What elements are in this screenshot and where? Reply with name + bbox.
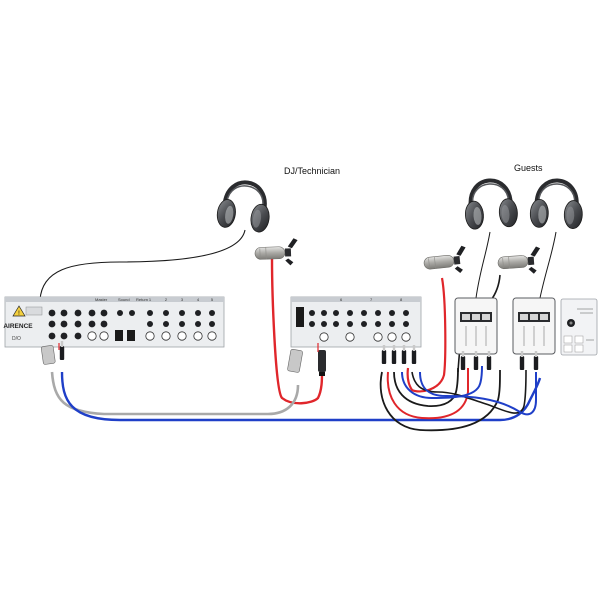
guest2-headphone-cable: [539, 231, 557, 299]
guest1-headphone-cable: [475, 231, 491, 299]
warning-triangle-icon: !: [12, 305, 26, 317]
mixer-brand-text: AIRENCE: [3, 323, 33, 330]
svg-text:Return: Return: [136, 297, 148, 302]
microphone-icon: [254, 237, 299, 268]
dj-mic-red-cable: [270, 257, 324, 405]
microphone-icon: [422, 244, 469, 278]
ch-num: 5: [211, 297, 214, 302]
svg-text:Sound: Sound: [118, 297, 130, 302]
mixer-right: 6 7 8: [287, 296, 422, 376]
dj-technician-label: DJ/Technician: [284, 166, 341, 176]
ch-num: 4: [197, 297, 200, 302]
mixer-left: ! AIRENCE D/O: [3, 296, 225, 365]
dj-headphone-cable: [39, 229, 246, 301]
guest1-mic-red-cable: [406, 277, 447, 393]
svg-text:6: 6: [340, 297, 343, 302]
headphones-icon: [213, 177, 276, 236]
ch-num: 2: [165, 297, 168, 302]
svg-text:!: !: [18, 311, 20, 317]
ch-num: 1: [149, 297, 152, 302]
svg-text:8: 8: [400, 297, 403, 302]
guest2-headphone-box: [512, 297, 556, 370]
headphones-icon: [461, 176, 521, 232]
xlr-connector-icon: [41, 345, 56, 365]
microphone-icon: [496, 245, 543, 277]
ch-num: 3: [181, 297, 184, 302]
gray-link-cable: [50, 371, 300, 416]
wall-control-panel: [560, 298, 598, 356]
guests-label: Guests: [514, 163, 543, 173]
xlr-connector-icon: [318, 350, 326, 376]
guest1-headphone-box: [454, 297, 498, 370]
headphones-icon: [530, 180, 584, 229]
svg-text:D/O: D/O: [12, 336, 21, 342]
xlr-connector-icon: [287, 348, 303, 373]
svg-text:7: 7: [370, 297, 373, 302]
svg-text:Master: Master: [95, 297, 108, 302]
